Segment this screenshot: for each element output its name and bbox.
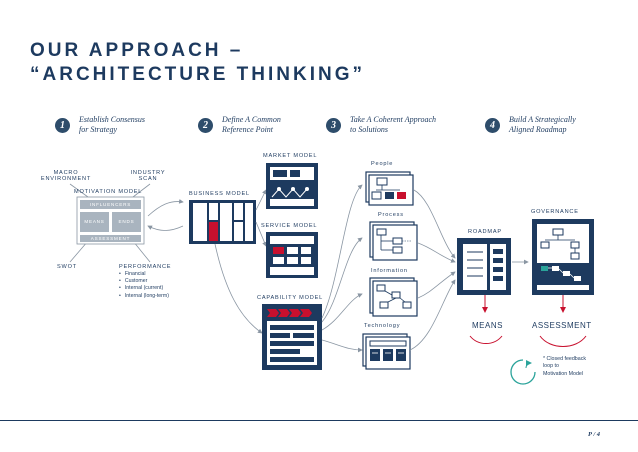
page-title-line1: OUR APPROACH – <box>30 40 244 61</box>
roadmap-graphic <box>457 238 511 295</box>
business-model-label: BUSINESS MODEL <box>189 191 250 197</box>
people-label: People <box>371 161 394 167</box>
performance-item: Internal (current) <box>119 285 169 292</box>
step-2-number: 2 <box>198 118 213 133</box>
process-label: Process <box>378 212 404 218</box>
roadmap-label: ROADMAP <box>468 229 502 235</box>
assessment-label-inner: ASSESSMENT <box>90 236 131 241</box>
performance-label: PERFORMANCE <box>119 264 172 270</box>
performance-item: Financial <box>119 271 169 278</box>
swot-label: SWOT <box>57 264 77 270</box>
feedback-loop-icon <box>510 359 536 385</box>
business-model-graphic <box>189 200 256 244</box>
governance-graphic <box>532 219 594 295</box>
motivation-model-label: MOTIVATION MODEL <box>74 189 143 195</box>
page-title-line2: “ARCHITECTURE THINKING” <box>30 64 365 85</box>
performance-item: Internal (long-term) <box>119 293 169 300</box>
market-model-label: MARKET MODEL <box>263 153 318 159</box>
means-output-label: MEANS <box>472 321 503 330</box>
ends-label: ENDS <box>118 219 135 224</box>
feedback-note: * Closed feedback loop to Motivation Mod… <box>543 356 586 377</box>
performance-item: Customer <box>119 278 169 285</box>
information-graphic <box>369 277 418 317</box>
market-model-graphic <box>266 163 318 209</box>
capability-model-graphic <box>262 304 322 370</box>
step-3-number: 3 <box>326 118 341 133</box>
page-number: P / 4 <box>588 431 601 438</box>
means-loop <box>469 295 503 344</box>
assessment-loop <box>539 295 587 347</box>
influencers-label: INFLUENCERS <box>89 201 132 207</box>
capability-model-label: CAPABILITY MODEL <box>257 295 324 301</box>
step-4-number: 4 <box>485 118 500 133</box>
motivation-model-graphic <box>69 183 151 263</box>
means-label: MEANS <box>84 219 105 224</box>
technology-label: Technology <box>364 323 401 329</box>
technology-graphic <box>362 333 411 370</box>
performance-list: Financial Customer Internal (current) In… <box>119 271 169 300</box>
assessment-output-label: ASSESSMENT <box>532 321 592 330</box>
governance-label: GOVERNANCE <box>531 209 579 215</box>
step-1-number: 1 <box>55 118 70 133</box>
people-graphic <box>365 171 414 206</box>
footer-divider <box>0 420 638 421</box>
service-model-graphic <box>266 232 318 278</box>
process-graphic <box>369 221 418 261</box>
service-model-label: SERVICE MODEL <box>261 223 318 229</box>
information-label: Information <box>371 268 408 274</box>
